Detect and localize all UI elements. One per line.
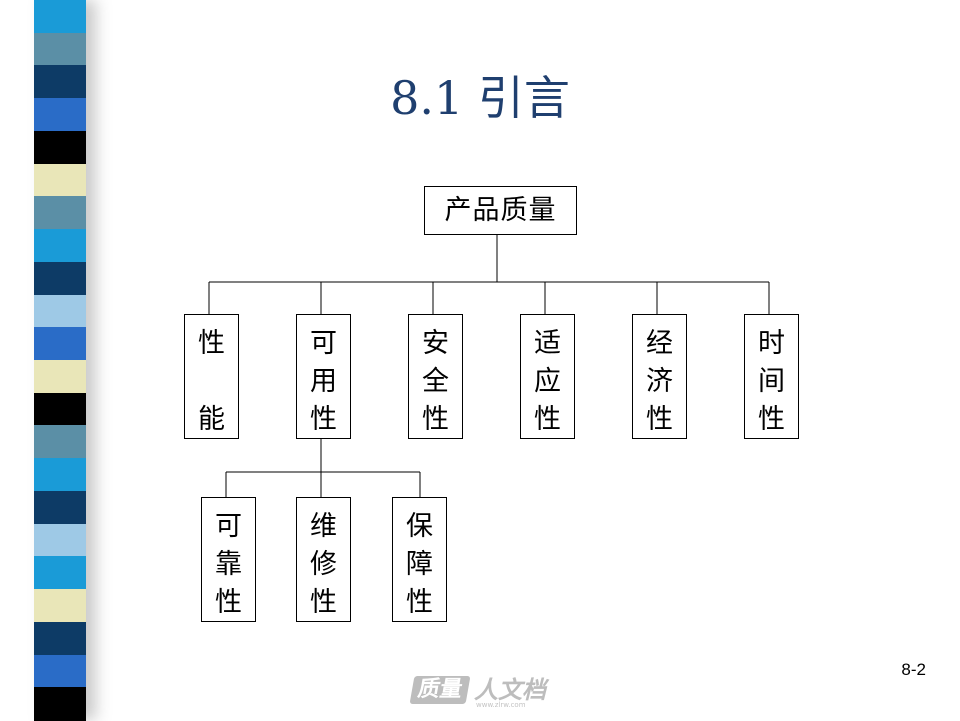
stripe-band <box>34 621 86 656</box>
node-char: 保 <box>406 511 433 542</box>
watermark-text: 人文档 <box>474 676 546 704</box>
stripe-band <box>34 523 86 558</box>
page-number: 8-2 <box>901 660 926 679</box>
node-adaptability: 适 应 性 <box>520 314 575 439</box>
node-char: 性 <box>534 404 561 435</box>
stripe-band <box>34 0 86 34</box>
node-char <box>185 363 238 401</box>
slide-title: 8.1 引言 <box>390 71 570 125</box>
node-char: 应 <box>534 366 561 397</box>
stripe-band <box>34 360 86 394</box>
stripe-band <box>34 392 86 427</box>
stripe-band <box>34 130 86 165</box>
decorative-striped-bar <box>34 0 86 721</box>
stripe-band <box>34 196 86 231</box>
node-maintainability: 维 修 性 <box>296 497 351 622</box>
stripe-band <box>34 261 86 296</box>
node-char: 时 <box>758 328 785 359</box>
node-char: 可 <box>310 328 337 359</box>
watermark-badge: 质量 <box>409 676 471 704</box>
stripe-band <box>34 32 86 67</box>
node-char: 性 <box>406 587 433 618</box>
node-char: 性 <box>422 404 449 435</box>
stripe-band <box>34 98 86 132</box>
node-availability: 可 用 性 <box>296 314 351 439</box>
stripe-band <box>34 294 86 329</box>
node-char: 靠 <box>215 549 242 580</box>
stripe-band <box>34 458 86 492</box>
node-char: 济 <box>646 366 673 397</box>
node-safety: 安 全 性 <box>408 314 463 439</box>
stripe-band <box>34 229 86 263</box>
stripe-band <box>34 687 86 721</box>
stripe-band <box>34 589 86 623</box>
stripe-band <box>34 490 86 525</box>
stripe-band <box>34 327 86 361</box>
node-char: 性 <box>310 587 337 618</box>
node-economy: 经 济 性 <box>632 314 687 439</box>
node-product-quality: 产品质量 <box>424 186 577 235</box>
node-char: 经 <box>646 328 673 359</box>
node-char: 可 <box>215 511 242 542</box>
node-char: 间 <box>758 366 785 397</box>
node-supportability: 保 障 性 <box>392 497 447 622</box>
stripe-band <box>34 65 86 100</box>
stripe-band <box>34 163 86 198</box>
node-timeliness: 时 间 性 <box>744 314 799 439</box>
node-char: 适 <box>534 328 561 359</box>
node-reliability: 可 靠 性 <box>201 497 256 622</box>
node-char: 维 <box>310 511 337 542</box>
node-char: 性 <box>646 404 673 435</box>
node-char: 全 <box>422 366 449 397</box>
node-char: 性 <box>215 587 242 618</box>
stripe-band <box>34 556 86 591</box>
node-char: 修 <box>310 549 337 580</box>
node-char: 安 <box>422 328 449 359</box>
node-char: 性 <box>758 404 785 435</box>
node-char: 能 <box>198 404 225 435</box>
node-char: 性 <box>310 404 337 435</box>
node-char: 性 <box>198 328 225 359</box>
watermark-url: www.zlrw.com <box>476 701 526 709</box>
watermark-logo: 质量 人文档 www.zlrw.com <box>409 674 552 710</box>
stripe-band <box>34 425 86 460</box>
node-char: 用 <box>310 366 337 397</box>
stripe-band <box>34 654 86 689</box>
node-char: 障 <box>406 549 433 580</box>
node-performance: 性 能 <box>184 314 239 439</box>
